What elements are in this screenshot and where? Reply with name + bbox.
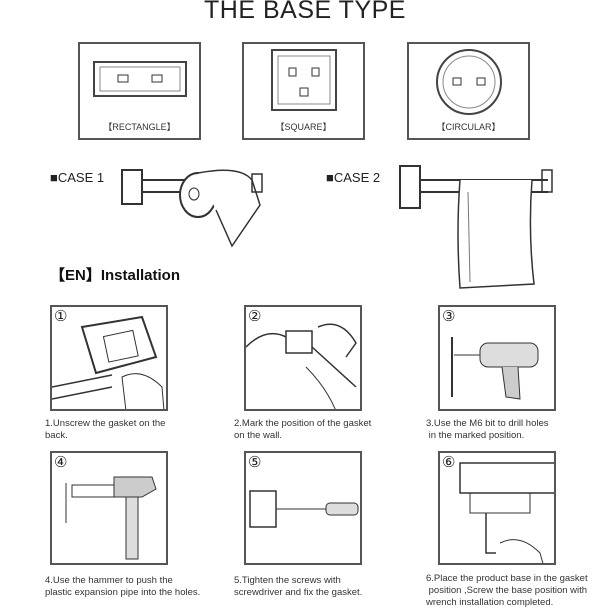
- step-4-illustration: ④: [50, 451, 168, 565]
- step-2-illustration: ②: [244, 305, 362, 411]
- step-number: ⑥: [442, 454, 456, 471]
- towel-bar-illustration: [399, 165, 553, 289]
- installation-heading: 【EN】Installation: [50, 267, 181, 284]
- base-type-label: 【SQUARE】: [275, 122, 332, 132]
- step-number: ④: [54, 454, 68, 471]
- step-1-illustration: ①: [50, 305, 168, 411]
- step-3-caption: 3.Use the M6 bit to drill holes in the m…: [426, 418, 549, 441]
- rectangle-base-illustration: [93, 61, 187, 97]
- step-3-illustration: ③: [438, 305, 556, 411]
- circular-base-illustration: [436, 49, 502, 115]
- base-type-label: 【RECTANGLE】: [103, 122, 176, 132]
- page-title: THE BASE TYPE: [204, 0, 406, 24]
- step-6-caption: 6.Place the product base in the gasket p…: [426, 573, 588, 608]
- step-number: ③: [442, 308, 456, 325]
- base-type-rectangle: 【RECTANGLE】: [78, 42, 201, 140]
- step-number: ⑤: [248, 454, 262, 471]
- base-type-square: 【SQUARE】: [242, 42, 365, 140]
- step-5-illustration: ⑤: [244, 451, 362, 565]
- toilet-paper-holder-illustration: [121, 169, 263, 248]
- case-1-label: ■CASE 1: [50, 170, 105, 185]
- case-2-label: ■CASE 2: [326, 170, 381, 185]
- base-type-label: 【CIRCULAR】: [436, 122, 501, 132]
- base-type-circular: 【CIRCULAR】: [407, 42, 530, 140]
- square-base-illustration: [271, 49, 337, 111]
- step-6-illustration: ⑥: [438, 451, 556, 565]
- step-number: ①: [54, 308, 68, 325]
- step-number: ②: [248, 308, 262, 325]
